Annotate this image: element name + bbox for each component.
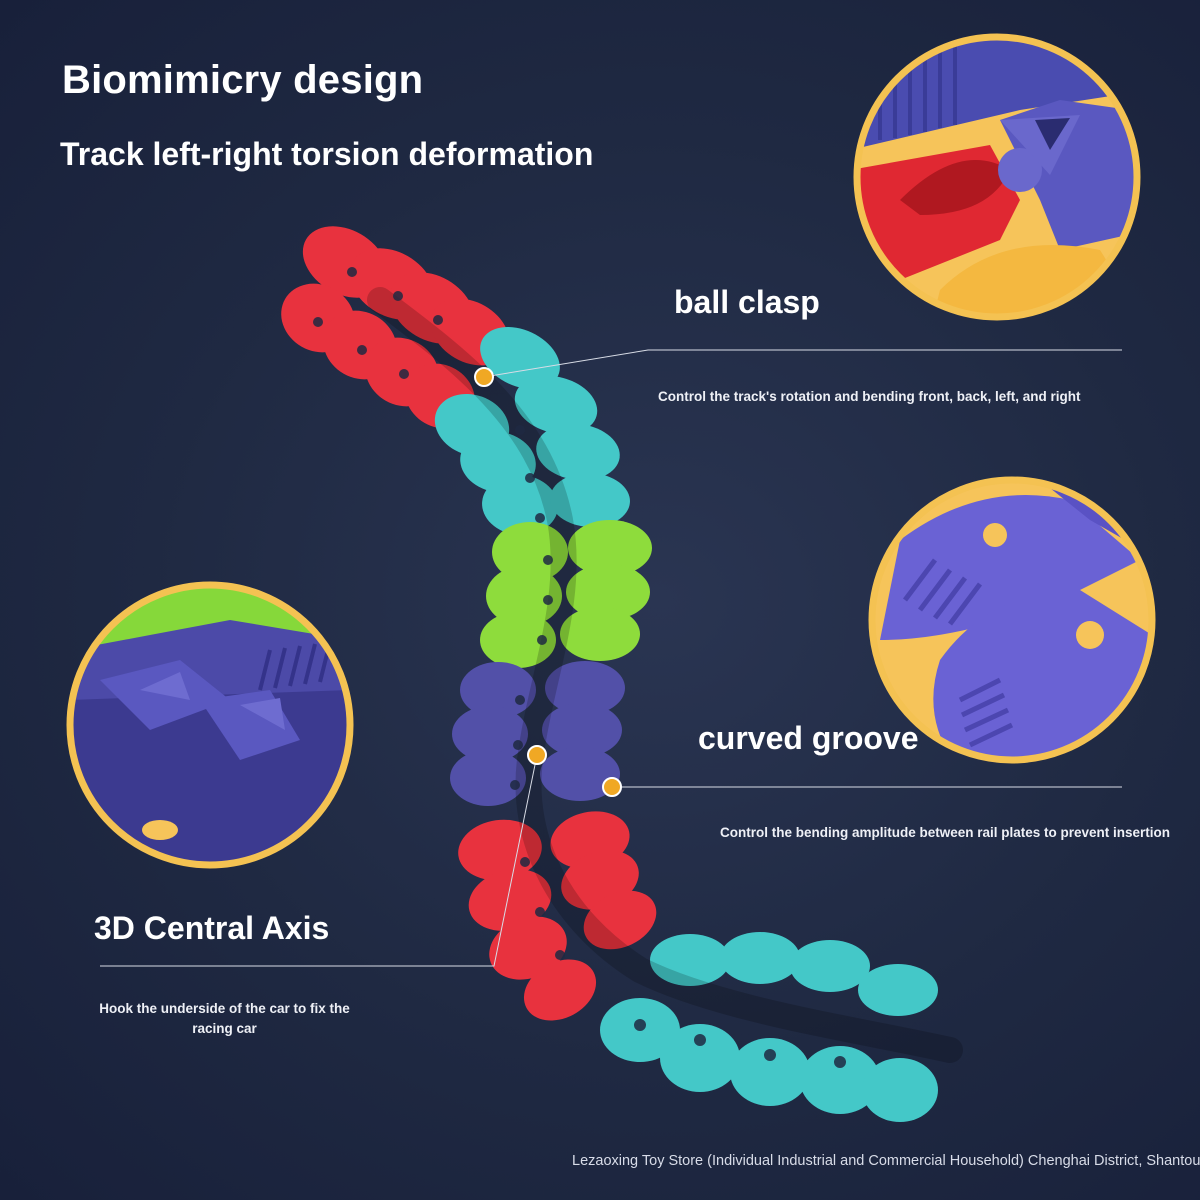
ball-clasp-closeup	[853, 33, 1141, 321]
track-segment-cyan-top	[434, 327, 630, 536]
ball-clasp-label: ball clasp	[674, 284, 820, 320]
ball-clasp-description: Control the track's rotation and bending…	[658, 389, 1081, 404]
track-segment-red-bottom	[458, 811, 657, 1021]
flexible-track	[281, 226, 963, 1122]
central-axis-description: Hook the underside of the car to fix the…	[99, 1001, 350, 1036]
central-axis-marker	[527, 745, 547, 765]
ball-clasp-marker	[474, 367, 494, 387]
page-subtitle: Track left-right torsion deformation	[60, 136, 594, 172]
curved-groove-label: curved groove	[698, 720, 919, 756]
curved-groove-closeup	[868, 476, 1156, 764]
curved-groove-description: Control the bending amplitude between ra…	[720, 825, 1171, 840]
track-segment-green	[480, 520, 652, 668]
curved-groove-marker	[602, 777, 622, 797]
central-axis-closeup	[66, 581, 354, 869]
track-segment-cyan-bottom	[600, 932, 938, 1122]
store-footer: Lezaoxing Toy Store (Individual Industri…	[572, 1153, 1200, 1169]
page-title: Biomimicry design	[62, 58, 424, 102]
callout-lines	[100, 349, 1122, 967]
ball-clasp-leader	[483, 349, 1122, 378]
central-axis-label: 3D Central Axis	[94, 910, 330, 946]
track-segment-red-top	[281, 226, 510, 429]
central-axis-leader	[100, 754, 538, 967]
